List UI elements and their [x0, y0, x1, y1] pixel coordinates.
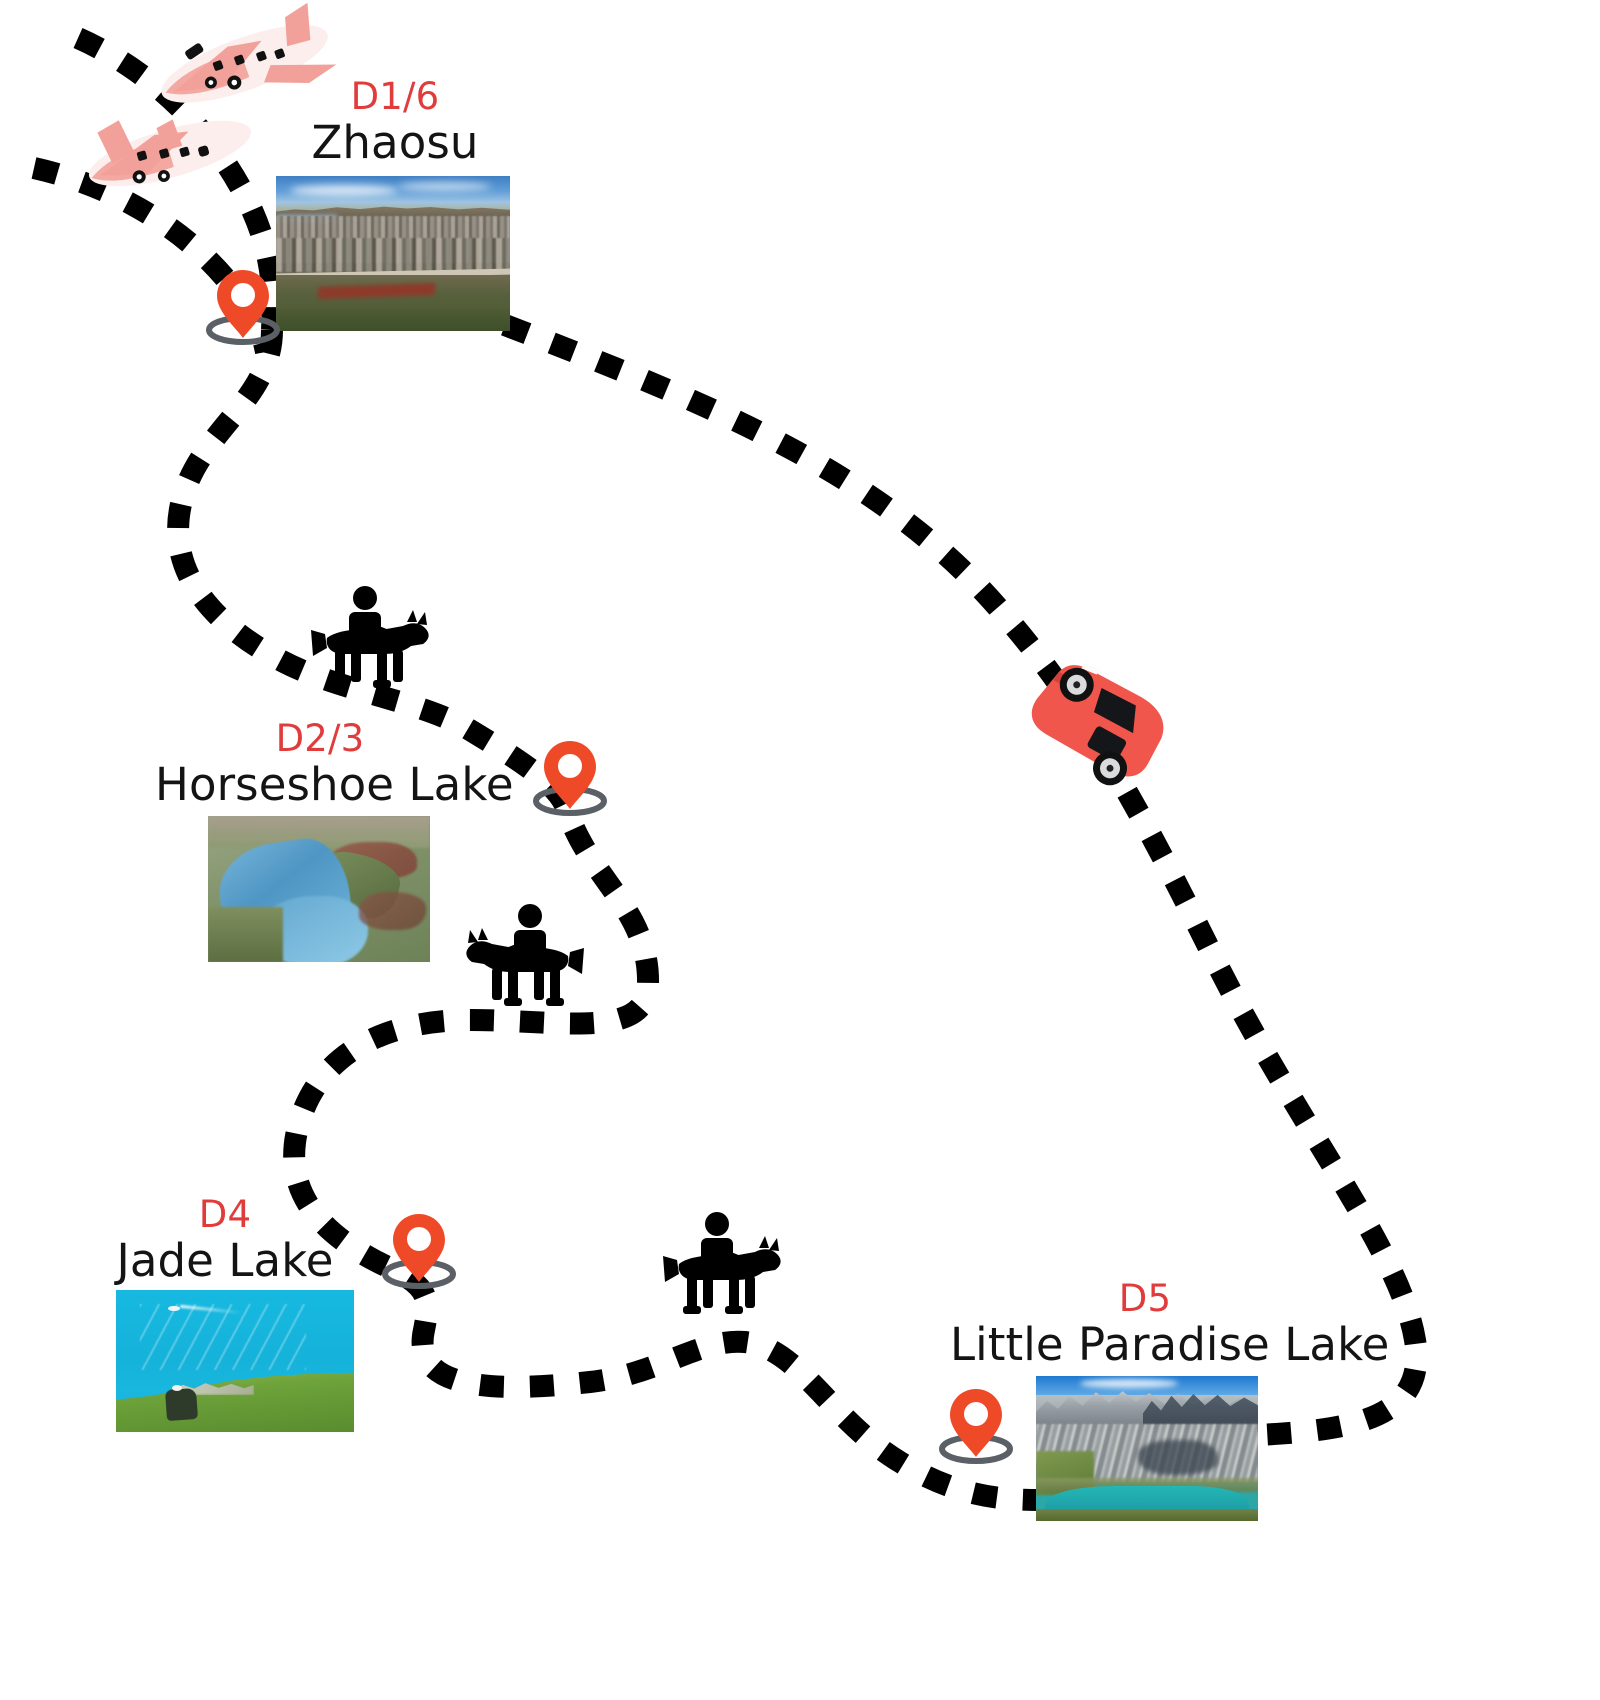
airplane-icon-2 [66, 75, 270, 232]
stop-jade-lake[interactable]: D4 Jade Lake [60, 1193, 390, 1287]
horseshoe-lake-aerial-photo[interactable] [208, 816, 430, 962]
route-segment-flight-b [31, 157, 277, 355]
stop-horseshoe-lake[interactable]: D2/3 Horseshoe Lake [155, 717, 514, 811]
horse-rider-icon-1 [303, 582, 435, 694]
stop-horseshoe-lake-place-label: Horseshoe Lake [155, 757, 514, 811]
stop-horseshoe-lake-day-label: D2/3 [275, 717, 365, 760]
route-segment-zhaosu-to-horseshoe [167, 329, 1041, 1511]
map-pin-jade-lake[interactable] [376, 1206, 462, 1292]
stop-jade-lake-day-label: D4 [198, 1193, 252, 1236]
horse-rider-icon-2 [460, 900, 592, 1012]
stop-little-paradise-lake-place-label: Little Paradise Lake [950, 1317, 1390, 1371]
little-paradise-lake-alpine-photo[interactable] [1036, 1376, 1258, 1521]
map-pin-zhaosu[interactable] [200, 262, 286, 348]
horse-rider-icon-3 [655, 1208, 787, 1320]
stop-jade-lake-place-label: Jade Lake [116, 1233, 334, 1287]
stop-zhaosu[interactable]: D1/6 Zhaosu [230, 75, 560, 169]
stop-little-paradise-lake[interactable]: D5 Little Paradise Lake [950, 1277, 1390, 1371]
map-pin-horseshoe-lake[interactable] [527, 733, 613, 819]
stop-zhaosu-day-label: D1/6 [350, 75, 440, 118]
zhaosu-town-valley-photo[interactable] [276, 176, 510, 331]
stop-little-paradise-lake-day-label: D5 [1118, 1277, 1172, 1320]
car-icon [1004, 618, 1202, 811]
stop-zhaosu-place-label: Zhaosu [311, 115, 479, 169]
jade-lake-turquoise-photo[interactable] [116, 1290, 354, 1432]
route-segment-flight-a [73, 27, 284, 331]
airplane-icon-1 [135, 0, 355, 157]
map-pin-little-paradise-lake[interactable] [933, 1381, 1019, 1467]
route-segment-main-loop [501, 314, 1428, 1446]
